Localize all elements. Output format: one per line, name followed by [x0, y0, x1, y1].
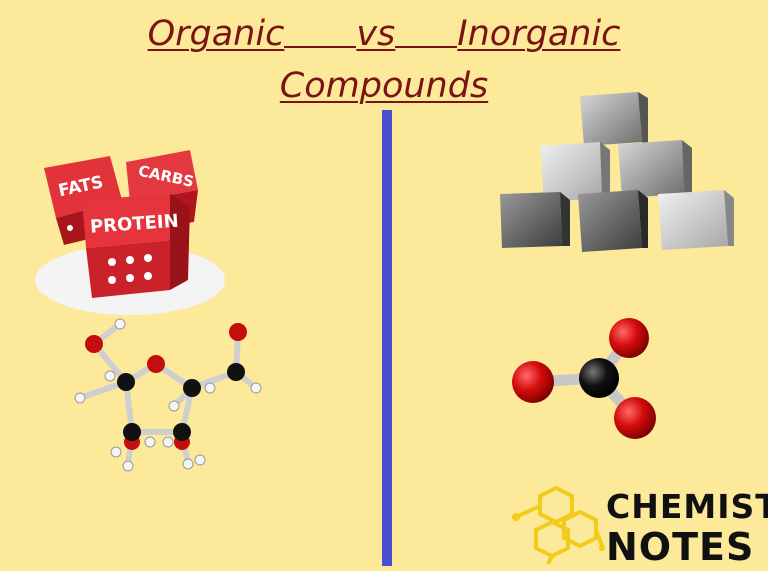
organic-molecule-model: [74, 318, 262, 472]
metal-cube: [618, 140, 692, 198]
center-divider: [382, 110, 392, 566]
carbonate-molecule-model: [512, 318, 656, 439]
logo-line-notes: NOTES: [606, 525, 755, 569]
metal-cube: [500, 192, 570, 248]
metal-cubes-image: [500, 92, 734, 252]
title-word-organic: Organic: [147, 14, 285, 54]
title-word-vs: vs: [356, 14, 396, 54]
metal-cube: [658, 190, 734, 250]
page-title: Organic vs Inorganic Compounds: [0, 8, 768, 112]
chemist-notes-logo-icon: [512, 485, 605, 565]
logo-line-chemist: CHEMIST: [606, 487, 768, 526]
logo-wordmark: CHEMIST NOTES: [606, 487, 768, 567]
metal-cube: [578, 190, 648, 252]
metal-cube: [580, 92, 648, 146]
title-word-compounds: Compounds: [279, 66, 489, 106]
metal-cube: [540, 142, 610, 202]
protein-die: PROTEIN: [82, 194, 190, 298]
title-word-inorganic: Inorganic: [457, 14, 621, 54]
nutrient-dice-image: FATS CARBS PROTEIN: [35, 150, 225, 315]
